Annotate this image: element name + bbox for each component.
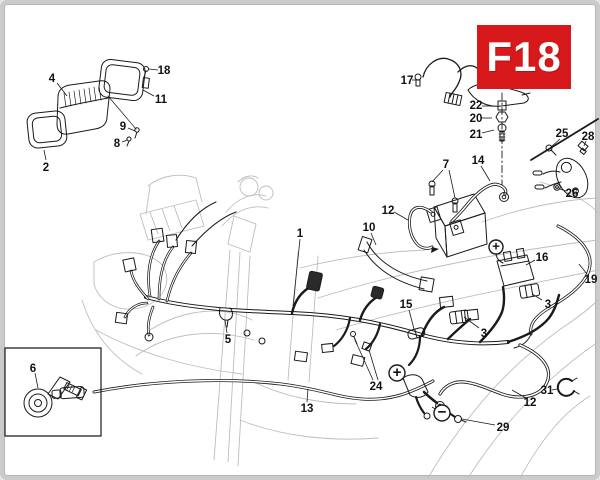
battery-positive-symbol: + [488, 239, 504, 255]
part-label-1: 1 [297, 228, 304, 240]
tail-lamp-connector [443, 91, 463, 107]
svg-text:+: + [393, 364, 402, 381]
connector-3-upper [518, 283, 541, 299]
bullet-29 [454, 415, 467, 423]
part-label-25: 25 [556, 128, 569, 140]
part-label-6: 6 [30, 363, 36, 375]
battery-bolts-7 [428, 180, 459, 213]
headlight-assembly [26, 58, 150, 149]
headlight-screws [107, 66, 149, 147]
headlight-rim [98, 58, 150, 102]
part-label-26: 26 [566, 188, 579, 200]
part-label-31: 31 [541, 385, 554, 397]
cable-12-upper [407, 205, 439, 253]
part-label-29: 29 [497, 422, 510, 434]
part-label-14: 14 [472, 155, 485, 167]
connector-3-lower [449, 309, 469, 325]
cable-14 [450, 182, 509, 223]
bolt-21 [497, 123, 507, 142]
part-label-16: 16 [536, 252, 549, 264]
negative-cable-symbol: − [433, 404, 451, 422]
relay-and-connectors [449, 224, 592, 349]
part-label-12: 12 [524, 397, 537, 409]
part-label-4: 4 [49, 73, 56, 85]
headlight-unit [56, 80, 111, 135]
part-label-22: 22 [470, 100, 483, 112]
battery-cable-terminals [402, 374, 467, 423]
part-labels: 1233456789101112121314151617181920212224… [30, 65, 598, 434]
part-label-5: 5 [225, 334, 232, 346]
clamp-31 [556, 377, 580, 397]
cable-12-lower [438, 343, 551, 399]
svg-text:+: + [492, 239, 500, 254]
horn-inset [4, 347, 102, 437]
main-wiring-harness [114, 201, 561, 367]
part-label-13: 13 [301, 403, 314, 415]
part-label-3: 3 [545, 299, 551, 311]
positive-cable-symbol: + [388, 364, 406, 382]
part-label-9: 9 [120, 121, 126, 133]
rubber-strap-10 [357, 235, 435, 293]
part-label-12: 12 [382, 205, 395, 217]
svg-text:−: − [438, 404, 447, 421]
clamp-5 [219, 307, 233, 328]
part-label-17: 17 [401, 75, 414, 87]
hardware-24 [350, 331, 373, 352]
part-label-24: 24 [370, 381, 383, 393]
battery-assembly [357, 180, 509, 293]
terminal-symbols: + + − [388, 239, 504, 422]
headlight-gasket [26, 110, 68, 149]
part-label-21: 21 [470, 129, 483, 141]
fuse-holder-15 [407, 327, 426, 340]
harness-connectors [114, 227, 479, 367]
part-label-8: 8 [114, 138, 121, 150]
leader-lines [34, 68, 588, 426]
part-label-2: 2 [43, 162, 49, 174]
part-label-10: 10 [363, 222, 376, 234]
harness-branches [123, 201, 561, 367]
bolt-25 [545, 144, 557, 156]
part-label-28: 28 [582, 131, 595, 143]
nut-26 [553, 183, 561, 191]
part-label-11: 11 [155, 94, 168, 106]
grommet [414, 73, 422, 87]
inset-box [4, 347, 102, 437]
cable-13 [51, 379, 435, 401]
part-label-15: 15 [400, 299, 413, 311]
part-label-19: 19 [585, 274, 598, 286]
spacer-22 [497, 100, 507, 111]
nut-20 [495, 111, 509, 123]
part-label-3: 3 [481, 328, 487, 340]
starter-relay-16 [496, 247, 535, 287]
part-label-18: 18 [158, 65, 171, 77]
part-label-7: 7 [443, 159, 449, 171]
page-code-badge: F18 [477, 25, 571, 89]
motorcycle-ghost-outline [81, 174, 599, 479]
regulator-assembly [530, 118, 599, 199]
part-label-20: 20 [470, 113, 483, 125]
harness-loop-19 [513, 224, 592, 349]
